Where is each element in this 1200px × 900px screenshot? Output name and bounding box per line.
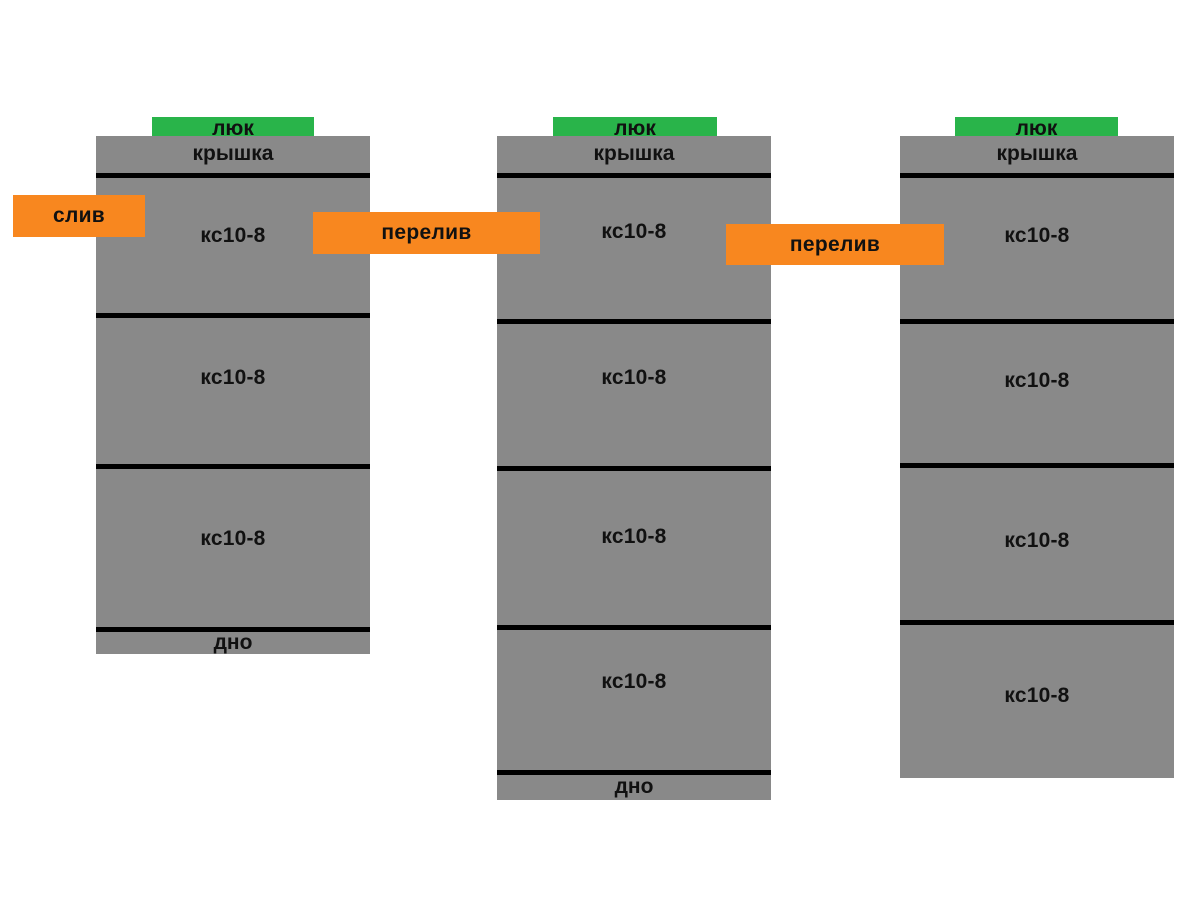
tank-3-ring-4-label: кс10-8 (1004, 684, 1070, 707)
tank-2-ring-4-label: кс10-8 (601, 670, 667, 693)
pipe-overflow-1-label: перелив (381, 221, 472, 244)
tank-2-bottom-label: дно (614, 775, 654, 798)
tank-2-divider-2 (497, 319, 771, 324)
tank-1-divider-2 (96, 313, 370, 318)
tank-1-divider-1 (96, 173, 370, 178)
pipe-overflow-2: перелив (726, 224, 944, 265)
tank-3-divider-4 (900, 620, 1174, 625)
tank-1-divider-3 (96, 464, 370, 469)
pipe-overflow-2-label: перелив (789, 232, 881, 256)
tank-1-divider-4 (96, 627, 370, 632)
tank-2-ring-3-label: кс10-8 (601, 525, 667, 548)
tank-3-cover-label: крышка (996, 142, 1078, 165)
tank-1-ring-2-label: кс10-8 (200, 366, 266, 389)
tank-3-hatch-label: люк (1015, 117, 1058, 140)
tank-3-divider-1 (900, 173, 1174, 178)
tank-2-hatch-label: люк (614, 117, 656, 140)
tank-3-divider-2 (900, 319, 1174, 324)
tank-2-ring-2-label: кс10-8 (601, 366, 667, 389)
tank-3-body (900, 136, 1174, 778)
tank-3-ring-2-label: кс10-8 (1004, 369, 1070, 392)
tank-3-divider-3 (900, 463, 1174, 468)
tank-1-hatch-label: люк (212, 117, 254, 140)
tank-2-divider-5 (497, 770, 771, 775)
pipe-overflow-1: перелив (313, 212, 540, 254)
tank-2-cover-label: крышка (593, 142, 675, 165)
tank-2-divider-3 (497, 466, 771, 471)
tank-2-divider-4 (497, 625, 771, 630)
tank-1-ring-1-label: кс10-8 (200, 224, 266, 247)
tank-1-bottom-label: дно (213, 631, 253, 654)
tank-2-ring-1-label: кс10-8 (601, 220, 667, 243)
tank-1-cover-label: крышка (192, 142, 274, 165)
tank-2-divider-1 (497, 173, 771, 178)
tank-3-ring-3-label: кс10-8 (1004, 529, 1070, 552)
pipe-drain: слив (13, 195, 145, 237)
pipe-drain-label: слив (52, 204, 106, 227)
tank-1-ring-3-label: кс10-8 (200, 527, 266, 550)
tank-3-ring-1-label: кс10-8 (1004, 224, 1070, 247)
